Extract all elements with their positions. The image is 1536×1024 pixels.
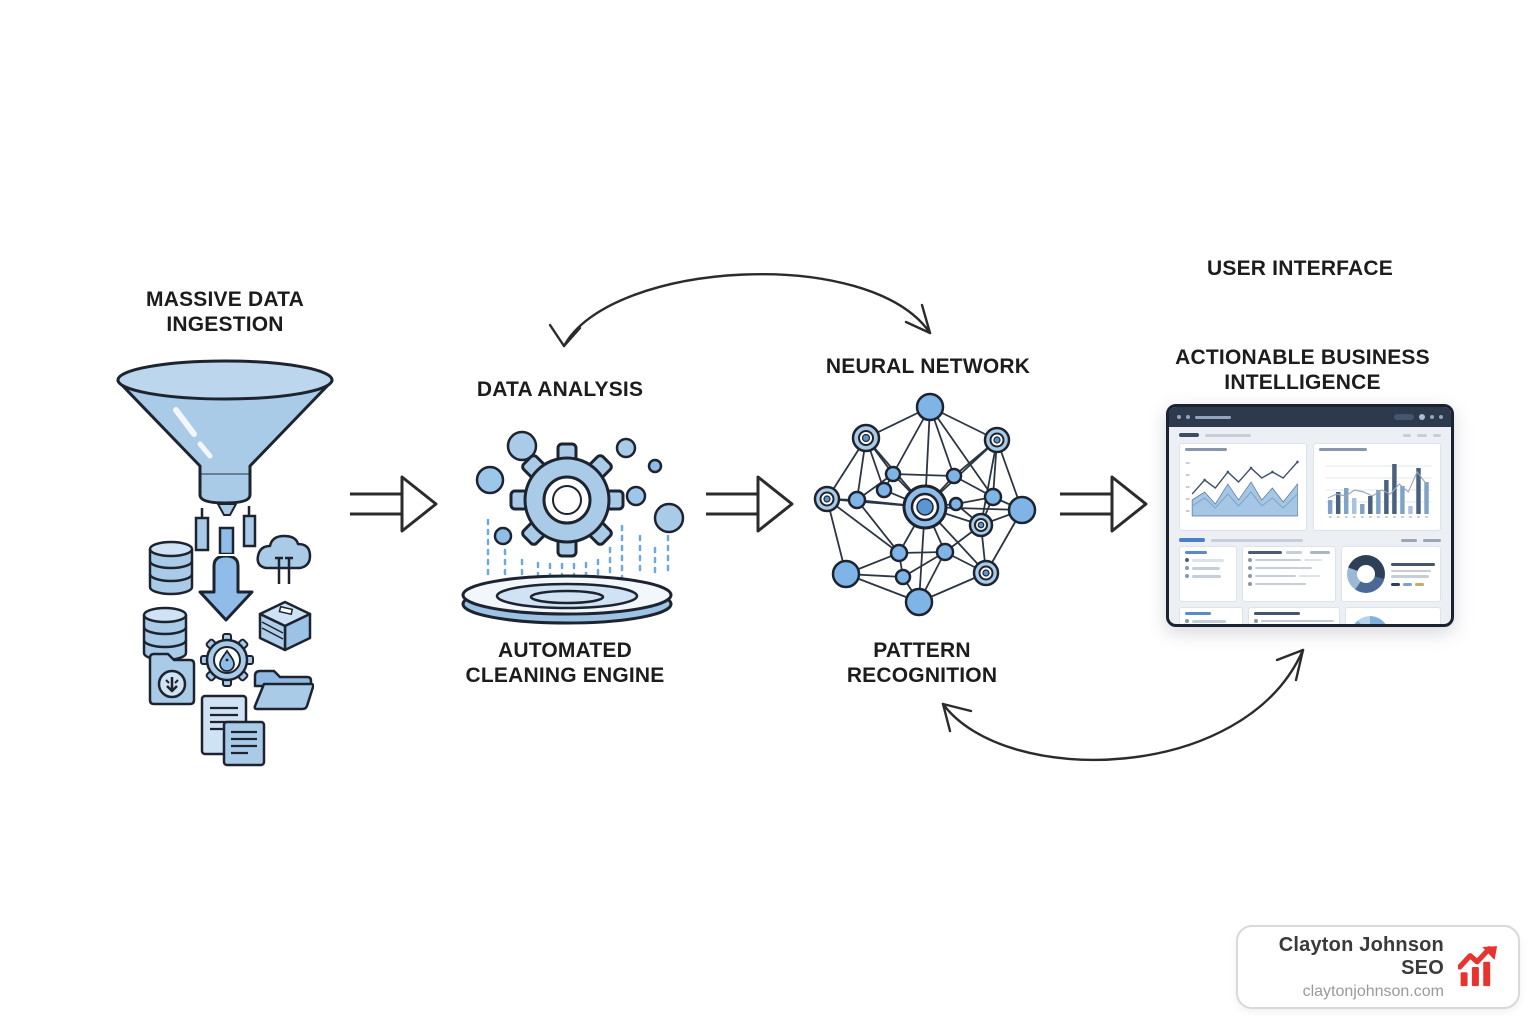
- dashboard-subheader: [1169, 427, 1451, 439]
- bell-dot-icon: [1439, 415, 1443, 419]
- ingestion-title: MASSIVE DATA INGESTION: [95, 288, 355, 338]
- flow-arrow-1: [350, 475, 438, 533]
- network-graph-icon: [813, 392, 1037, 617]
- cleaning-engine-illustration: [461, 430, 685, 625]
- feedback-arc-top: [548, 272, 932, 348]
- list-card: [1179, 607, 1243, 624]
- bar-chart-card: [1313, 443, 1441, 531]
- gear-droplet-icon: [200, 633, 254, 687]
- feedback-arc-bottom: [941, 648, 1305, 762]
- search-placeholder: [1394, 414, 1414, 420]
- detail-card: [1242, 546, 1336, 602]
- database-icon: [148, 540, 194, 596]
- menu-dot-icon: [1186, 415, 1190, 419]
- settings-dot-icon: [1430, 415, 1434, 419]
- menu-dot-icon: [1177, 415, 1181, 419]
- documents-icon: [200, 694, 266, 767]
- funnel-icon: [116, 359, 334, 505]
- analysis-subtitle: AUTOMATED CLEANING ENGINE: [430, 638, 700, 688]
- download-arrow-icon: [198, 556, 254, 622]
- dashboard-stats-row: [1169, 533, 1451, 544]
- network-title: NEURAL NETWORK: [825, 355, 1031, 378]
- flow-arrow-3: [1060, 475, 1148, 533]
- cloud-upload-icon: [256, 534, 312, 584]
- database-icon: [142, 606, 188, 662]
- list-card: [1179, 546, 1237, 602]
- app-title-placeholder: [1195, 415, 1231, 419]
- detail-card: [1248, 607, 1340, 624]
- badge-domain: claytonjohnson.com: [1302, 982, 1444, 1000]
- columns-icon: [194, 503, 257, 554]
- donut-card: [1341, 546, 1441, 602]
- folder-icon: [253, 669, 314, 711]
- network-subtitle: PATTERN RECOGNITION: [792, 638, 1052, 688]
- file-download-icon: [148, 652, 196, 706]
- analysis-subtitle-line1: AUTOMATED: [497, 639, 632, 662]
- donut-chart-light: [1351, 616, 1389, 624]
- ui-subtitle-line1: ACTIONABLE BUSINESS: [1175, 346, 1430, 369]
- dashboard-mock: [1166, 404, 1454, 627]
- area-line-chart: [1185, 460, 1299, 517]
- ui-subtitle-line2: INTELLIGENCE: [1224, 371, 1381, 395]
- network-subtitle-line2: RECOGNITION: [846, 664, 998, 688]
- donut-card: [1345, 607, 1441, 624]
- analysis-subtitle-line2: CLEANING ENGINE: [465, 664, 665, 688]
- growth-chart-icon: [1457, 946, 1498, 987]
- dashboard-topbar: [1169, 407, 1451, 427]
- brand-badge: Clayton Johnson SEO claytonjohnson.com: [1236, 925, 1520, 1009]
- package-icon: [258, 600, 312, 652]
- bar-chart: [1326, 464, 1432, 518]
- donut-chart-dark: [1347, 555, 1385, 593]
- ui-title: USER INTERFACE: [1207, 257, 1393, 280]
- badge-title: Clayton Johnson SEO: [1278, 933, 1444, 979]
- ingestion-title-line2: INGESTION: [166, 312, 284, 336]
- analysis-title: DATA ANALYSIS: [476, 378, 644, 401]
- avatar-dot-icon: [1419, 414, 1425, 420]
- ui-subtitle: ACTIONABLE BUSINESS INTELLIGENCE: [1155, 345, 1450, 395]
- line-chart-card: [1179, 443, 1307, 531]
- flow-arrow-2: [706, 475, 794, 533]
- ingestion-title-line1: MASSIVE DATA: [146, 288, 304, 311]
- network-subtitle-line1: PATTERN: [873, 639, 971, 662]
